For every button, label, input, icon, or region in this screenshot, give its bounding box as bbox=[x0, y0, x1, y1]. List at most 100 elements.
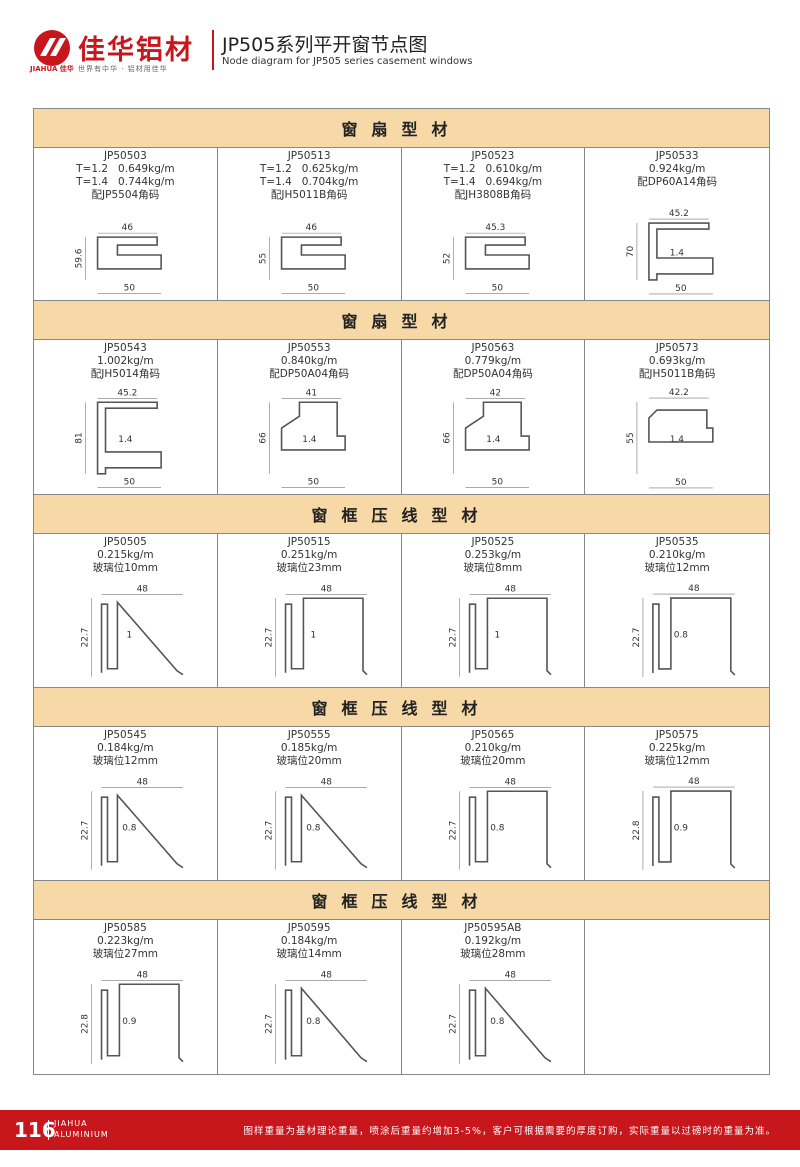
footer-note: 图样重量为基材理论重量，喷涂后重量约增加3-5%，客户可根据需要的厚度订购，实际… bbox=[243, 1126, 776, 1137]
page-header: 佳华铝材 JIAHUA 佳华 世界有中华 · 铝材用佳华 JP505系列平开窗节… bbox=[0, 0, 800, 100]
profile-outline bbox=[652, 597, 736, 676]
dimension-label: 48 bbox=[137, 584, 149, 594]
dimension-label: 1.4 bbox=[670, 435, 685, 445]
profile-spec: JP50513 T=1.2 0.625kg/m T=1.4 0.704kg/m … bbox=[259, 150, 359, 201]
profile-spec: JP50523 T=1.2 0.610kg/m T=1.4 0.694kg/m … bbox=[443, 150, 543, 201]
dimension-label: 50 bbox=[124, 478, 136, 488]
dimension-label: 48 bbox=[688, 777, 700, 787]
profile-row: JP50503 T=1.2 0.649kg/m T=1.4 0.744kg/m … bbox=[33, 147, 770, 300]
page-subtitle: Node diagram for JP505 series casement w… bbox=[222, 56, 473, 67]
profile-spec: JP50545 0.184kg/m 玻璃位12mm bbox=[92, 729, 159, 767]
profile-spec: JP50575 0.225kg/m 玻璃位12mm bbox=[644, 729, 710, 767]
profile-spec: JP50533 0.924kg/m 配DP60A14角码 bbox=[637, 150, 718, 188]
dimension-label: 22.7 bbox=[81, 628, 91, 648]
dimension-label: 0.9 bbox=[674, 823, 689, 833]
footer-brand: JIAHUA bbox=[54, 1119, 88, 1128]
profile-spec: JP50573 0.693kg/m 配JH5011B角码 bbox=[638, 342, 716, 380]
section-heading: 窗扇型材 bbox=[33, 300, 770, 339]
dimension-label: 42.2 bbox=[669, 388, 689, 398]
dimension-label: 1.4 bbox=[486, 435, 501, 445]
dimension-label: 0.8 bbox=[306, 823, 321, 833]
dimension-label: 66 bbox=[442, 432, 452, 444]
profile-spec: JP50553 0.840kg/m 配DP50A04角码 bbox=[269, 342, 350, 380]
dimension-label: 45.2 bbox=[669, 209, 689, 219]
dimension-label: 0.8 bbox=[490, 823, 505, 833]
dimension-label: 52 bbox=[442, 253, 452, 264]
dimension-label: 50 bbox=[491, 478, 503, 488]
dimension-label: 50 bbox=[675, 478, 687, 488]
dimension-label: 0.9 bbox=[122, 1017, 137, 1027]
dimension-label: 66 bbox=[258, 432, 268, 444]
dimension-label: 22.7 bbox=[448, 821, 458, 841]
dimension-label: 22.7 bbox=[264, 628, 274, 648]
profile-outline bbox=[280, 236, 346, 270]
footer-brand-sub: ALUMINIUM bbox=[54, 1130, 109, 1139]
profile-spec: JP50585 0.223kg/m 玻璃位27mm bbox=[92, 922, 159, 960]
profile-outline bbox=[468, 790, 552, 869]
dimension-label: 50 bbox=[124, 284, 136, 294]
profile-outline bbox=[100, 983, 184, 1063]
dimension-label: 55 bbox=[258, 253, 268, 264]
profile-outline bbox=[284, 986, 368, 1063]
profile-outline bbox=[284, 597, 368, 676]
dimension-label: 1.4 bbox=[302, 435, 317, 445]
dimension-label: 0.8 bbox=[674, 630, 689, 640]
dimension-label: 42 bbox=[489, 388, 500, 398]
footer-divider bbox=[48, 1120, 49, 1140]
dimension-label: 50 bbox=[675, 284, 687, 294]
page-title: JP505系列平开窗节点图 bbox=[222, 34, 428, 56]
profile-spec: JP50565 0.210kg/m 玻璃位20mm bbox=[460, 729, 526, 767]
dimension-label: 1 bbox=[310, 630, 316, 640]
profile-section-drawing: 48 22.7 0.8 bbox=[448, 777, 552, 870]
brand-sub: JIAHUA 佳华 bbox=[30, 65, 74, 73]
profile-spec: JP50555 0.185kg/m 玻璃位20mm bbox=[276, 729, 342, 767]
dimension-label: 48 bbox=[320, 584, 332, 594]
dimension-label: 0.8 bbox=[306, 1017, 321, 1027]
dimension-label: 46 bbox=[122, 223, 134, 233]
profile-outline bbox=[100, 793, 184, 869]
section-heading: 窗框压线型材 bbox=[33, 494, 770, 533]
brand-name: 佳华铝材 bbox=[78, 35, 194, 66]
profile-section-drawing: 42 66 50 1.4 bbox=[442, 388, 530, 488]
dimension-label: 59.6 bbox=[75, 248, 85, 268]
profile-outline bbox=[468, 986, 551, 1063]
dimension-label: 48 bbox=[137, 777, 149, 787]
dimension-label: 45.2 bbox=[117, 388, 137, 398]
profile-outline bbox=[464, 236, 530, 270]
profile-section-drawing: 46 59.6 50 bbox=[75, 223, 162, 295]
dimension-label: 48 bbox=[504, 970, 516, 980]
profile-spec: JP50543 1.002kg/m 配JH5014角码 bbox=[90, 342, 160, 380]
profile-cell: JP50565 0.210kg/m 玻璃位20mm 48 22.7 0.8 bbox=[402, 727, 586, 880]
profile-cell: JP50513 T=1.2 0.625kg/m T=1.4 0.704kg/m … bbox=[218, 148, 402, 300]
profile-section-drawing: 48 22.7 1 bbox=[264, 584, 368, 677]
dimension-label: 50 bbox=[307, 478, 319, 488]
profile-outline bbox=[464, 401, 530, 451]
dimension-label: 48 bbox=[504, 777, 516, 787]
